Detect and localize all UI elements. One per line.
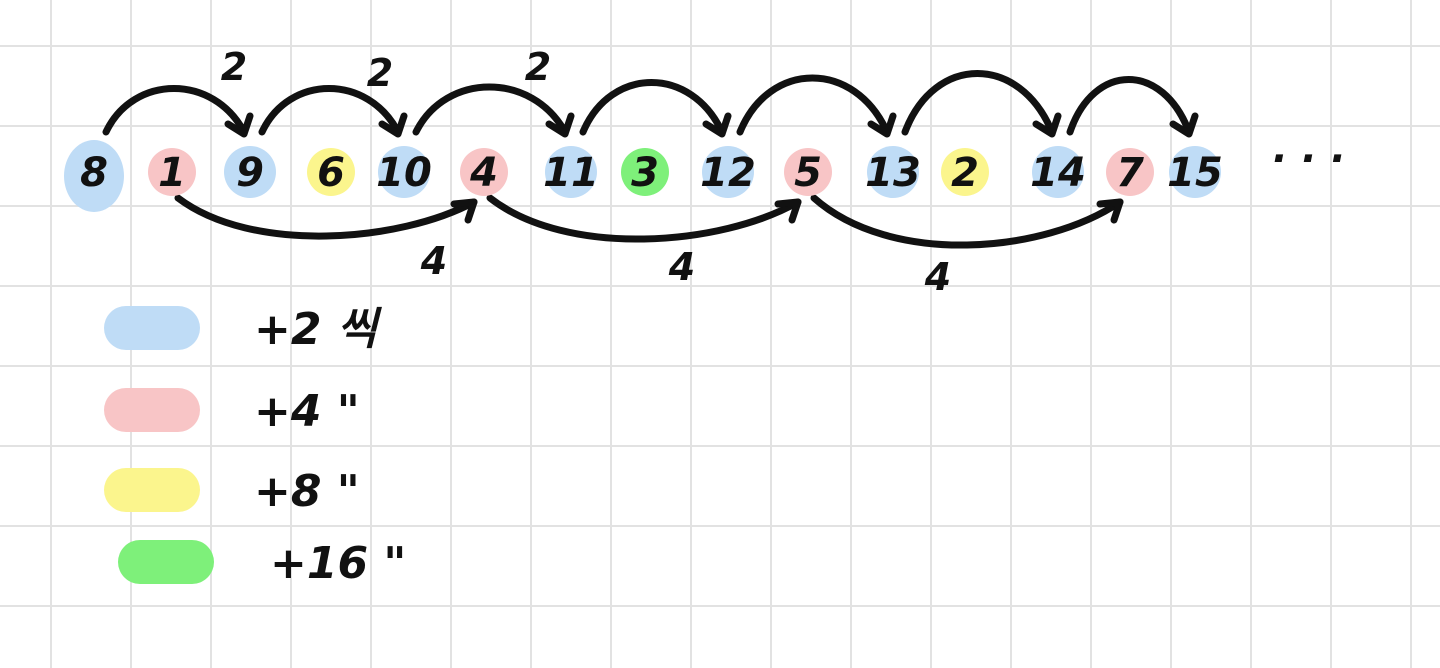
- arrowhead: [1169, 112, 1199, 138]
- sequence-number: 10: [376, 146, 432, 198]
- sequence-number: 12: [700, 146, 756, 198]
- number-label: 14: [1030, 150, 1086, 196]
- number-label: 6: [317, 150, 345, 196]
- jump-arc: [102, 85, 248, 136]
- legend-label: +2 씩: [254, 304, 383, 355]
- highlight-circle: [1106, 148, 1154, 196]
- legend-swatch: [104, 388, 200, 432]
- sequence-number: 1: [148, 148, 196, 196]
- sequence-number: 11: [543, 146, 599, 198]
- jump-arc: [258, 85, 402, 136]
- highlight-circle: [307, 148, 355, 196]
- arrowhead: [545, 112, 575, 138]
- legend-item: +16 ": [118, 538, 406, 589]
- sequence-number: 5: [784, 148, 832, 196]
- arrowhead: [774, 198, 802, 224]
- highlight-circle: [378, 146, 430, 198]
- color-legend: +2 씩 +4 " +8 " +16 ": [104, 304, 406, 589]
- jump-arc: [736, 74, 891, 136]
- legend-label: +8 ": [254, 466, 360, 517]
- legend-label: +16 ": [270, 538, 406, 589]
- number-label: 3: [631, 150, 659, 196]
- number-label: 10: [376, 150, 432, 196]
- highlight-circle: [148, 148, 196, 196]
- highlight-circle: [224, 146, 276, 198]
- number-sequence: 8 1 9 6 10 4 11 3 12 5 13 2 14 7 15 · · ·: [64, 136, 1345, 212]
- arrowhead: [378, 112, 408, 138]
- legend-swatch: [118, 540, 214, 584]
- bottom-jump-arcs: 4 4 4: [174, 194, 1124, 299]
- highlight-circle: [621, 148, 669, 196]
- number-label: 11: [543, 150, 599, 196]
- sequence-number: 3: [621, 148, 669, 196]
- number-label: 1: [158, 150, 186, 196]
- sequence-number: 7: [1106, 148, 1154, 196]
- highlight-circle: [702, 146, 754, 198]
- legend-item: +4 ": [104, 386, 360, 437]
- jump-arc: [1066, 76, 1193, 136]
- sequence-number: 13: [865, 146, 921, 198]
- jump-label: 2: [221, 45, 247, 89]
- highlight-circle: [460, 148, 508, 196]
- sequence-number: 15: [1167, 146, 1223, 198]
- jump-arc: [901, 70, 1056, 136]
- number-label: 8: [80, 150, 108, 196]
- sequence-number: 9: [224, 146, 276, 198]
- arrowhead: [450, 198, 478, 224]
- sequence-number: 2: [941, 148, 989, 196]
- jump-arc: [412, 83, 569, 136]
- sequence-number: 14: [1030, 146, 1086, 198]
- top-jump-arcs: 2 2 2: [102, 45, 1199, 138]
- jump-arc: [486, 194, 802, 243]
- highlight-circle: [1169, 146, 1221, 198]
- number-label: 2: [951, 150, 979, 196]
- arrowhead: [867, 112, 897, 138]
- highlight-circle: [545, 146, 597, 198]
- legend-item: +2 씩: [104, 304, 383, 355]
- legend-item: +8 ": [104, 466, 360, 517]
- jump-arc: [810, 194, 1124, 249]
- arrowhead: [1032, 112, 1062, 138]
- highlight-circle: [867, 146, 919, 198]
- sequence-number: 4: [460, 148, 508, 196]
- jump-arc: [174, 194, 478, 240]
- ellipsis: · · ·: [1271, 136, 1344, 182]
- highlight-circle: [784, 148, 832, 196]
- legend-swatch: [104, 306, 200, 350]
- number-label: 7: [1116, 150, 1144, 196]
- legend-label: +4 ": [254, 386, 360, 437]
- jump-label: 4: [420, 239, 447, 283]
- arrowhead: [702, 112, 732, 138]
- legend-swatch: [104, 468, 200, 512]
- jump-label: 4: [668, 245, 695, 289]
- jump-label: 4: [924, 255, 951, 299]
- highlight-circle: [941, 148, 989, 196]
- arrowhead: [1096, 198, 1124, 224]
- number-label: 12: [700, 150, 756, 196]
- number-label: 15: [1167, 150, 1223, 196]
- number-label: 4: [469, 150, 498, 196]
- jump-label: 2: [525, 45, 551, 89]
- sequence-number: 6: [307, 148, 355, 196]
- jump-arc: [579, 79, 726, 136]
- jump-label: 2: [367, 51, 393, 95]
- highlight-circle: [64, 140, 124, 212]
- number-label: 13: [865, 150, 921, 196]
- highlight-circle: [1032, 146, 1084, 198]
- sequence-number: 8: [64, 140, 124, 212]
- number-label: 9: [236, 150, 264, 196]
- arrowhead: [224, 112, 254, 138]
- number-label: 5: [794, 150, 822, 196]
